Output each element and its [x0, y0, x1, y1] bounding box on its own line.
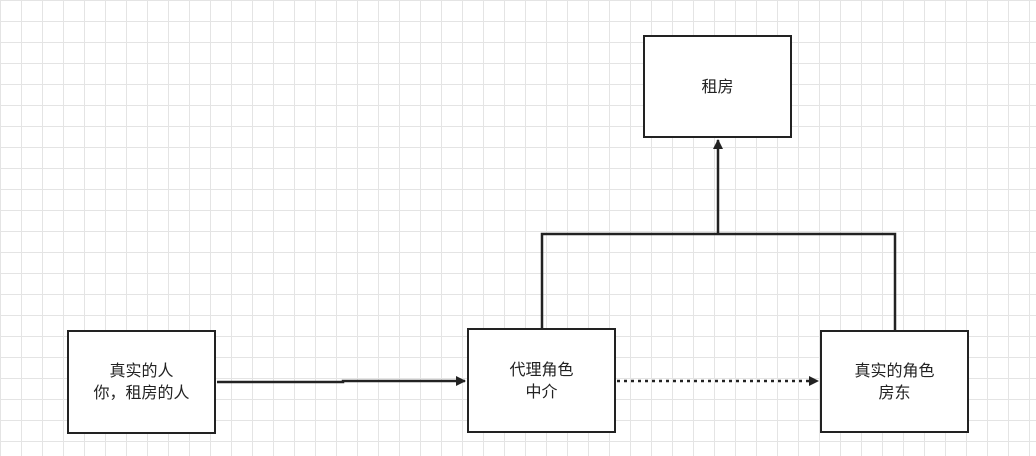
rent-node: 租房	[643, 35, 792, 138]
tenant-to-agent-arrow	[217, 376, 466, 386]
rent-label: 租房	[701, 76, 734, 96]
agent-line2: 中介	[525, 381, 558, 401]
agent-line1: 代理角色	[509, 359, 574, 379]
agent-landlord-to-rent-bracket	[540, 232, 897, 330]
tenant-line1: 真实的人	[109, 361, 174, 380]
agent-node: 代理角色 中介	[467, 328, 616, 433]
tenant-line2: 你，租房的人	[93, 383, 190, 402]
landlord-line2: 房东	[878, 382, 911, 402]
landlord-line1: 真实的角色	[854, 360, 935, 380]
tenant-node: 真实的人 你，租房的人	[67, 330, 216, 434]
landlord-node: 真实的角色 房东	[820, 330, 969, 433]
